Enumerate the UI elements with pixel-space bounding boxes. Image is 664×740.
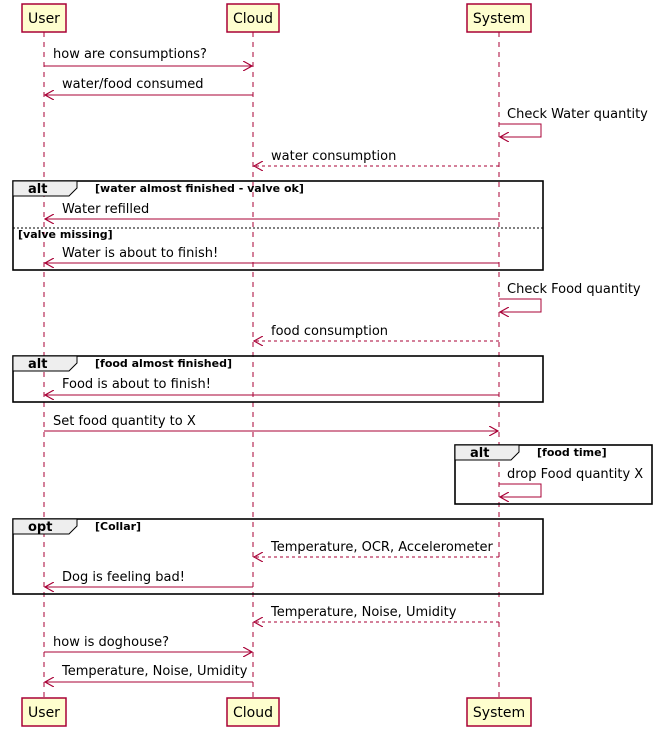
fragment-guard: [Collar]	[95, 520, 141, 533]
fragment-tab	[12, 518, 78, 535]
fragment-keyword: alt	[28, 182, 47, 197]
message-label: Water is about to finish!	[62, 246, 218, 261]
message-label: Check Food quantity	[507, 282, 641, 297]
message-label: Water refilled	[62, 202, 149, 217]
message-label: Set food quantity to X	[53, 414, 196, 429]
self-message-arrow	[499, 483, 542, 497]
participant-label: Cloud	[233, 705, 273, 721]
participant-box	[226, 3, 280, 33]
participant-cloud-top: Cloud	[226, 3, 280, 33]
message: Set food quantity to X	[44, 414, 498, 431]
participant-cloud-bottom: Cloud	[226, 697, 280, 727]
fragment-keyword: alt	[470, 446, 489, 461]
participant-user-top: User	[21, 3, 67, 33]
fragment-frame	[12, 355, 544, 403]
participant-box	[466, 3, 532, 33]
message-label: Temperature, OCR, Accelerometer	[270, 540, 494, 555]
message: Temperature, Noise, Umidity	[254, 605, 499, 622]
fragment-tab	[454, 444, 520, 461]
fragment-frame	[12, 518, 544, 595]
message: Water is about to finish!	[45, 246, 499, 263]
fragments: alt [water almost finished - valve ok] [va…	[12, 180, 653, 595]
fragment-tab	[12, 355, 78, 372]
message: Water refilled	[45, 202, 499, 219]
message: food consumption	[254, 324, 499, 341]
message: Check Food quantity	[499, 282, 641, 312]
messages: how are consumptions? water/food consumed…	[44, 47, 648, 682]
message: Food is about to finish!	[45, 377, 499, 395]
participant-label: System	[473, 705, 525, 721]
participant-label: Cloud	[233, 11, 273, 27]
fragment-guard: [water almost finished - valve ok]	[95, 182, 304, 195]
participant-label: System	[473, 11, 525, 27]
message: Dog is feeling bad!	[45, 570, 253, 587]
participant-label: User	[28, 705, 60, 721]
fragment-guard: [food almost finished]	[95, 357, 232, 370]
fragment-frame	[454, 444, 653, 505]
fragment-alt: alt [food time]	[454, 444, 653, 505]
participant-label: User	[28, 11, 60, 27]
message-label: Check Water quantity	[507, 107, 648, 122]
message-label: Dog is feeling bad!	[62, 570, 185, 585]
participant-box	[21, 697, 67, 727]
fragment-tab	[12, 180, 78, 197]
participant-box	[466, 697, 532, 727]
message-label: food consumption	[271, 324, 388, 339]
message: water/food consumed	[45, 77, 253, 95]
participant-box	[21, 3, 67, 33]
message-label: Temperature, Noise, Umidity	[270, 605, 457, 620]
message-label: how is doghouse?	[53, 635, 169, 650]
message-label: drop Food quantity X	[507, 467, 643, 482]
message: Temperature, OCR, Accelerometer	[254, 540, 499, 557]
message: water consumption	[254, 149, 499, 166]
fragment-guard: [food time]	[537, 446, 607, 459]
message-label: how are consumptions?	[53, 47, 207, 62]
message-label: water/food consumed	[62, 77, 204, 92]
message-label: water consumption	[271, 149, 396, 164]
fragment-frame	[12, 180, 544, 271]
fragment-alt: alt [food almost finished]	[12, 355, 544, 403]
participant-user-bottom: User	[21, 697, 67, 727]
message: Temperature, Noise, Umidity	[45, 664, 253, 682]
message: Check Water quantity	[499, 107, 648, 137]
fragment-keyword: opt	[28, 520, 52, 535]
message: how is doghouse?	[44, 635, 252, 652]
message-label: Temperature, Noise, Umidity	[61, 664, 248, 679]
message-label: Food is about to finish!	[62, 377, 211, 392]
participant-system-bottom: System	[466, 697, 532, 727]
fragment-else-guard: [valve missing]	[18, 228, 113, 241]
fragment-alt: alt [water almost finished - valve ok] [va…	[12, 180, 544, 271]
participant-box	[226, 697, 280, 727]
participant-system-top: System	[466, 3, 532, 33]
fragment-opt: opt [Collar]	[12, 518, 544, 595]
self-message-arrow	[499, 298, 542, 312]
fragment-keyword: alt	[28, 357, 47, 372]
self-message-arrow	[499, 123, 542, 137]
message: drop Food quantity X	[499, 467, 643, 497]
message: how are consumptions?	[44, 47, 252, 66]
